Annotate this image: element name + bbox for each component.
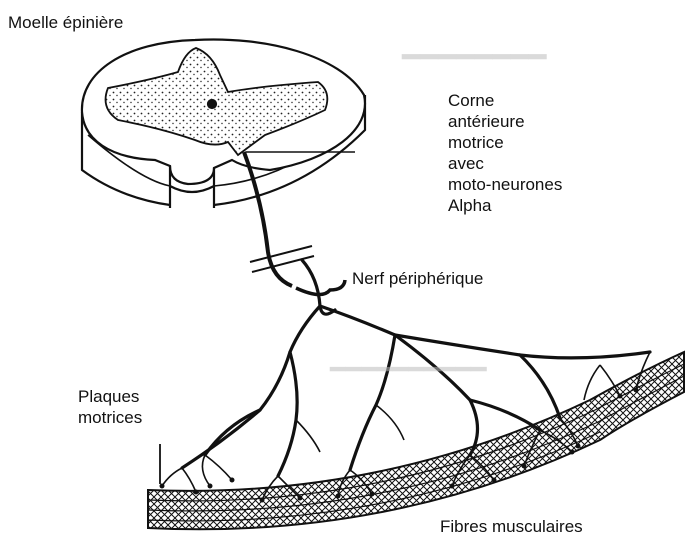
label-motor-plates: Plaques motrices [78,386,142,428]
label-anterior-horn: Corne antérieure motrice avec moto-neuro… [448,90,562,216]
nerve-break [250,246,314,272]
bleed-through-text: ━━━━━━━━ [402,40,547,75]
central-canal [208,100,216,108]
label-anterior-horn-line: Corne [448,90,562,111]
label-anterior-horn-line: Alpha [448,195,562,216]
nerve-continuation [296,280,345,295]
label-anterior-horn-line: antérieure [448,111,562,132]
label-spinal-cord: Moelle épinière [8,12,123,33]
label-motor-plates-line: Plaques [78,386,142,407]
label-anterior-horn-line: avec [448,153,562,174]
label-anterior-horn-line: moto-neurones [448,174,562,195]
label-anterior-horn-line: motrice [448,132,562,153]
label-motor-plates-line: motrices [78,407,142,428]
bleed-through-text: ━━━━━━━━━━ [330,355,487,385]
label-peripheral-nerve: Nerf périphérique [352,268,483,289]
spinal-cord-section [82,39,365,208]
label-muscle-fibers: Fibres musculaires [440,516,583,537]
